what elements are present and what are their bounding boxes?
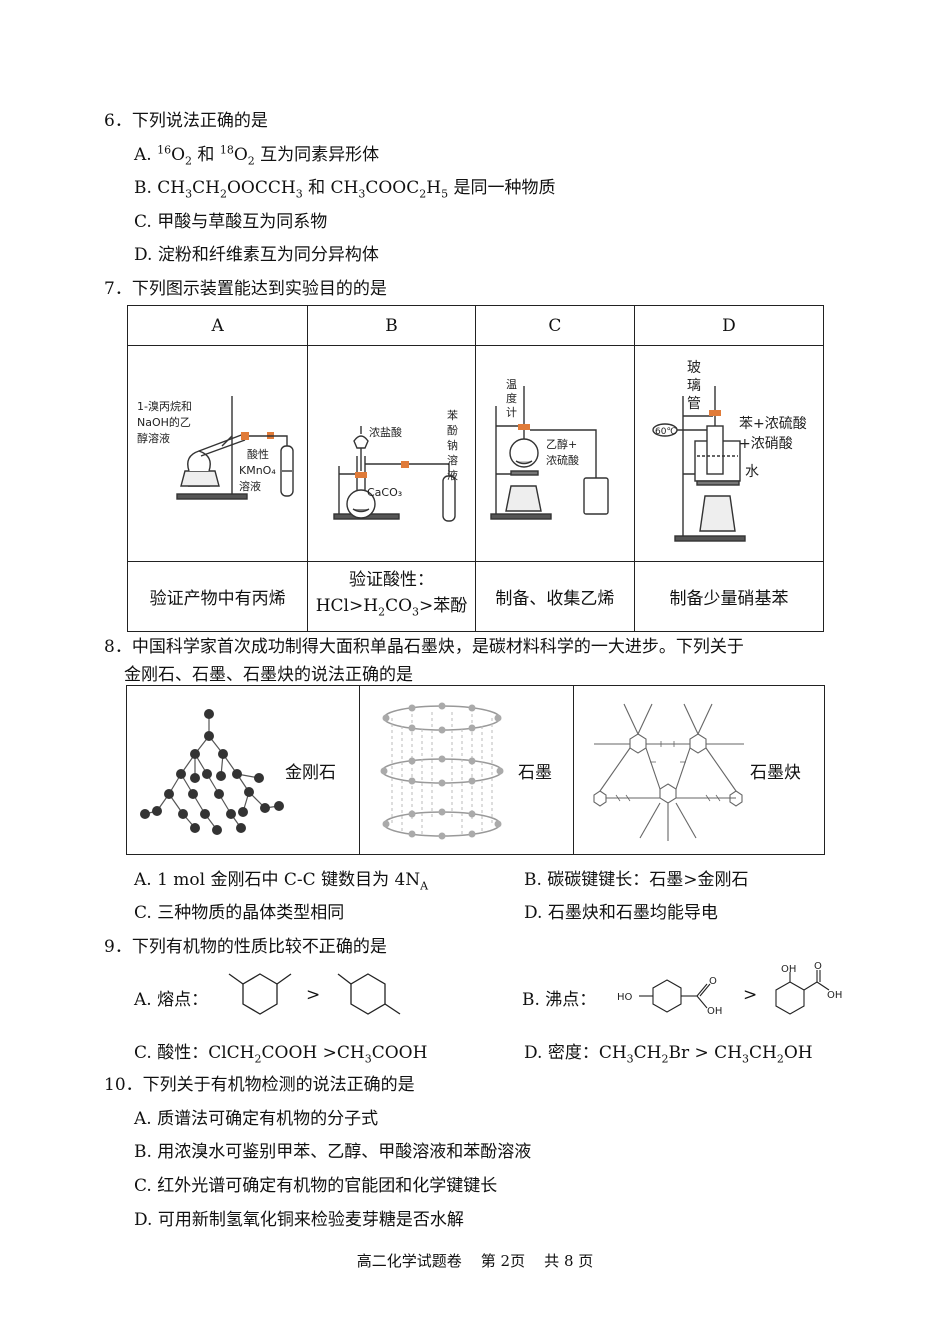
q6-option-a: A. 16O2 和 18O2 互为同素异形体 (134, 143, 380, 168)
apparatus-c-label-5: 浓硫酸 (546, 453, 579, 467)
q8-option-a: A. 1 mol 金刚石中 C-C 键数目为 4NA (134, 870, 429, 893)
apparatus-c-label-4: 乙醇+ (546, 437, 577, 451)
apparatus-c-label-1: 温 (506, 378, 517, 391)
purpose-b-line2: HCl>H2CO3>苯酚 (315, 596, 468, 619)
carbonyl-o-label-1: O (709, 976, 717, 987)
graphdiyne-structure-diagram (593, 703, 744, 841)
q10-option-a: A. 质谱法可确定有机物的分子式 (134, 1109, 379, 1129)
q6-option-d: D. 淀粉和纤维素互为同分异构体 (134, 245, 379, 265)
apparatus-b-diagram: 浓盐酸 苯 酚 钠 溶 液 CaCO₃ (333, 408, 458, 522)
q10-option-b: B. 用浓溴水可鉴别甲苯、乙醇、甲酸溶液和苯酚溶液 (134, 1142, 532, 1162)
apparatus-b-cell: 浓盐酸 苯 酚 钠 溶 液 CaCO₃ (307, 345, 476, 562)
q9-option-b: B. 沸点： (522, 990, 597, 1010)
apparatus-b-label-7: CaCO₃ (367, 486, 402, 499)
apparatus-b-label-6: 液 (447, 468, 458, 482)
q8-stem-line2: 金刚石、石墨、石墨炔的说法正确的是 (124, 665, 413, 685)
acid-oh-label-2: OH (827, 990, 842, 1001)
apparatus-a-diagram: 1-溴丙烷和 NaOH的乙 醇溶液 酸性 KMnO₄ 溶液 (137, 396, 294, 500)
header-c: C (474, 305, 636, 346)
apparatus-a-label-5: KMnO₄ (239, 464, 276, 477)
q9-option-d: D. 密度：CH3CH2Br > CH3CH2OH (524, 1043, 813, 1066)
apparatus-d-label-4: 苯+浓硫酸 (739, 415, 807, 432)
apparatus-d-label-6: 水 (745, 464, 759, 480)
gt-symbol-b: > (743, 985, 758, 1005)
q8-stem-line1: 8．中国科学家首次成功制得大面积单晶石墨炔，是碳材料科学的一大进步。下列关于 (104, 637, 744, 657)
q9-stem: 9．下列有机物的性质比较不正确的是 (104, 937, 387, 957)
q10-option-d: D. 可用新制氢氧化铜来检验麦芽糖是否水解 (134, 1210, 464, 1230)
m-xylene-structure (228, 973, 292, 1015)
page-footer: 高二化学试题卷 第 2页 共 8 页 (356, 1252, 594, 1270)
apparatus-a-cell: 1-溴丙烷和 NaOH的乙 醇溶液 酸性 KMnO₄ 溶液 (126, 345, 309, 562)
diamond-cell: 金刚石 (126, 685, 360, 855)
q8-option-b: B. 碳碳键键长：石墨>金刚石 (524, 870, 749, 890)
ho-label: HO (617, 992, 633, 1003)
apparatus-a-label-6: 溶液 (239, 479, 261, 493)
purpose-b: 验证酸性： HCl>H2CO3>苯酚 (307, 561, 476, 632)
apparatus-c-cell: 温 度 计 乙醇+ 浓硫酸 (474, 345, 636, 562)
apparatus-d-label-7: 60℃ (655, 427, 677, 437)
apparatus-a-label-2: NaOH的乙 (137, 415, 191, 429)
graphdiyne-label: 石墨炔 (750, 763, 801, 783)
apparatus-b-label-3: 酚 (447, 423, 458, 437)
apparatus-d-diagram: 玻 璃 管 苯+浓硫酸 +浓硝酸 水 60℃ (652, 360, 807, 542)
gt-symbol-a: > (306, 985, 321, 1005)
graphite-structure-diagram (380, 702, 504, 840)
apparatus-d-label-5: +浓硝酸 (739, 436, 793, 452)
q9-option-c: C. 酸性：ClCH2COOH >CH3COOH (134, 1043, 428, 1066)
graphdiyne-cell: 石墨炔 (573, 685, 825, 855)
crystal-structure-table: 金刚石 (126, 685, 825, 855)
apparatus-a-label-4: 酸性 (247, 447, 269, 461)
apparatus-b-label-4: 钠 (447, 438, 458, 452)
purpose-b-line1: 验证酸性： (348, 570, 434, 591)
diamond-label: 金刚石 (285, 763, 336, 783)
emphasis-dots: · · · (318, 943, 376, 963)
graphite-cell: 石墨 (359, 685, 574, 855)
apparatus-d-label-1: 玻 (687, 360, 701, 376)
apparatus-a-label-1: 1-溴丙烷和 (137, 399, 192, 413)
apparatus-a-label-3: 醇溶液 (137, 431, 170, 445)
q6-option-b: B. CH3CH2OOCCH3 和 CH3COOC2H5 是同一种物质 (134, 178, 556, 201)
header-d: D (634, 305, 824, 346)
purpose-a: 验证产物中有丙烯 (126, 561, 309, 632)
apparatus-b-label-1: 浓盐酸 (369, 425, 402, 439)
header-a: A (126, 305, 309, 346)
q9-option-a: A. 熔点： (134, 990, 209, 1010)
header-b: B (307, 305, 476, 346)
q7-stem: 7．下列图示装置能达到实验目的的是 (104, 279, 387, 299)
diamond-structure-diagram (140, 709, 284, 835)
graphite-label: 石墨 (518, 763, 552, 783)
apparatus-b-label-2: 苯 (447, 408, 458, 422)
salicylic-acid-structure: OH O OH (775, 961, 842, 1015)
apparatus-d-label-2: 璃 (687, 377, 701, 394)
apparatus-c-label-3: 计 (506, 406, 517, 419)
experiment-table: A B C D (126, 305, 824, 632)
q8-option-c: C. 三种物质的晶体类型相同 (134, 903, 345, 923)
apparatus-d-cell: 玻 璃 管 苯+浓硫酸 +浓硝酸 水 60℃ (634, 345, 824, 562)
apparatus-d-label-3: 管 (687, 396, 701, 412)
phenol-oh-label: OH (781, 964, 796, 975)
q10-stem: 10．下列关于有机物检测的说法正确的是 (104, 1075, 415, 1095)
apparatus-b-label-5: 溶 (447, 453, 458, 467)
q6-stem: 6．下列说法正确的是 (104, 111, 268, 131)
purpose-c: 制备、收集乙烯 (474, 561, 636, 632)
apparatus-c-label-2: 度 (506, 391, 517, 405)
acid-oh-label-1: OH (707, 1006, 722, 1017)
p-xylene-structure (337, 973, 401, 1015)
purpose-d: 制备少量硝基苯 (634, 561, 824, 632)
q6-option-c: C. 甲酸与草酸互为同系物 (134, 212, 328, 232)
q10-option-c: C. 红外光谱可确定有机物的官能团和化学键键长 (134, 1176, 498, 1196)
p-hydroxybenzoic-acid-structure: HO O OH (617, 976, 722, 1017)
q8-option-d: D. 石墨炔和石墨均能导电 (524, 903, 718, 923)
apparatus-c-diagram: 温 度 计 乙醇+ 浓硫酸 (490, 378, 610, 520)
carbonyl-o-label-2: O (814, 961, 822, 972)
